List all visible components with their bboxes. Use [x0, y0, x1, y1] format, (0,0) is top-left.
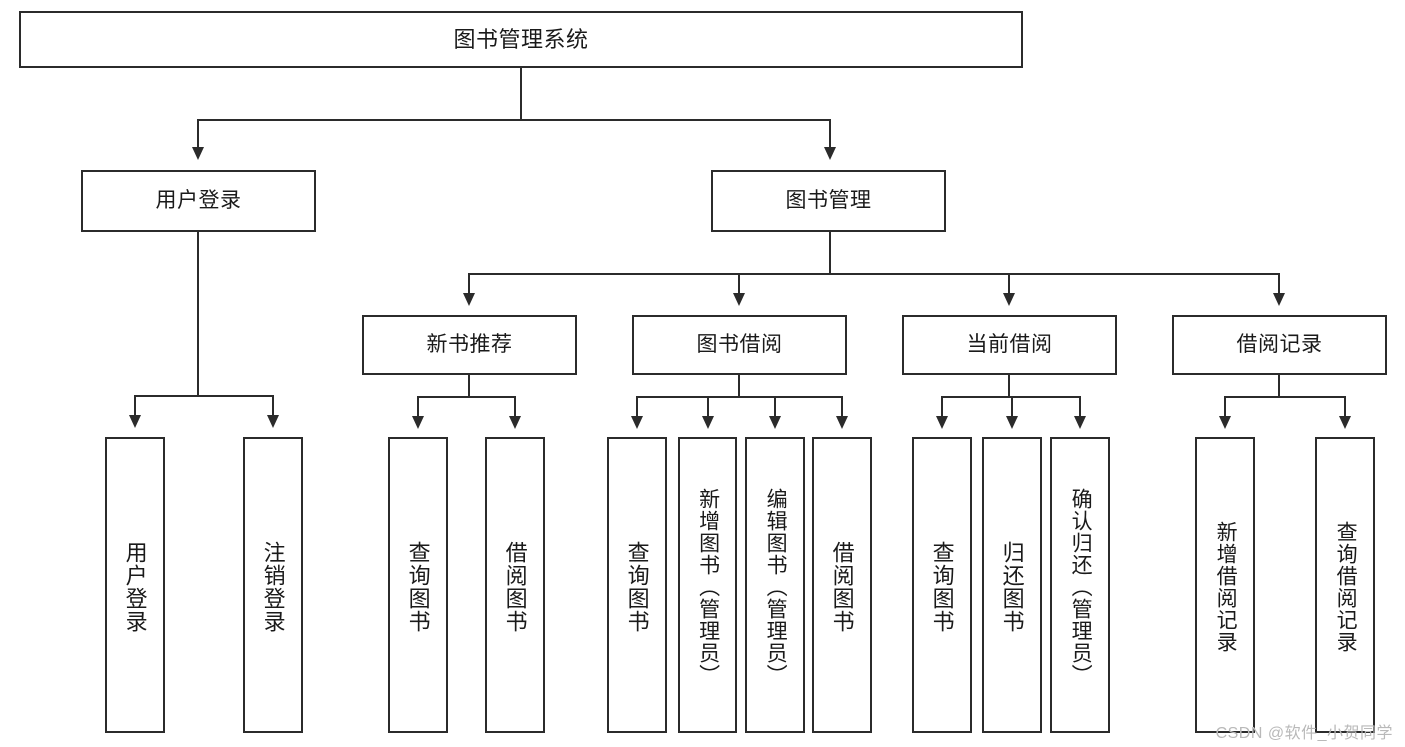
node-label: 图书管理系统 [453, 26, 589, 52]
arrow-book-borrow-to-leaf-3 [769, 416, 781, 429]
node-root-system[interactable]: 图书管理系统 [19, 11, 1023, 68]
leaf-new-book-query[interactable]: 查询图书 [388, 437, 448, 733]
leaf-current-borrow-return[interactable]: 归还图书 [982, 437, 1042, 733]
node-label: 编辑图书（管理员） [764, 488, 788, 686]
node-label: 用户登录 [155, 188, 242, 212]
node-label: 确认归还（管理员） [1069, 488, 1093, 686]
leaf-book-borrow-borrow[interactable]: 借阅图书 [812, 437, 872, 733]
node-label: 新书推荐 [426, 332, 513, 356]
connector-current-borrow-to-leaf-3 [1079, 396, 1081, 418]
connector-book-manage-to-borrow-record [1278, 273, 1280, 295]
connector-book-manage-to-book-borrow [738, 273, 740, 295]
node-book-borrow[interactable]: 图书借阅 [632, 315, 847, 375]
arrow-current-borrow-to-leaf-2 [1006, 416, 1018, 429]
csdn-watermark: CSDN @软件_小贺同学 [1215, 725, 1393, 742]
node-book-manage[interactable]: 图书管理 [711, 170, 946, 232]
node-label: 新增借阅记录 [1214, 521, 1238, 653]
arrow-user-login-to-leaf-2 [267, 415, 279, 428]
node-label: 查询图书 [929, 541, 955, 633]
node-label: 图书借阅 [696, 332, 783, 356]
leaf-borrow-record-add[interactable]: 新增借阅记录 [1195, 437, 1255, 733]
node-label: 借阅图书 [829, 541, 855, 633]
arrow-book-manage-to-book-borrow [733, 293, 745, 306]
arrow-new-book-to-leaf-1 [412, 416, 424, 429]
connector-root-bar [197, 119, 830, 121]
node-current-borrow[interactable]: 当前借阅 [902, 315, 1117, 375]
arrow-current-borrow-to-leaf-3 [1074, 416, 1086, 429]
connector-new-book-to-leaf-1 [417, 396, 419, 418]
connector-borrow-record-to-leaf-2 [1344, 396, 1346, 418]
connector-root-stem [520, 68, 522, 120]
connector-book-manage-to-current-borrow [1008, 273, 1010, 295]
arrow-book-borrow-to-leaf-2 [702, 416, 714, 429]
node-new-book-recommend[interactable]: 新书推荐 [362, 315, 577, 375]
connector-book-manage-to-new-book [468, 273, 470, 295]
arrow-book-manage-to-current-borrow [1003, 293, 1015, 306]
node-label: 图书管理 [785, 188, 872, 212]
node-label: 查询图书 [405, 541, 431, 633]
connector-new-book-bar [417, 396, 515, 398]
node-borrow-record[interactable]: 借阅记录 [1172, 315, 1387, 375]
node-label: 用户登录 [122, 541, 148, 633]
connector-new-book-stem [468, 375, 470, 397]
connector-borrow-record-stem [1278, 375, 1280, 397]
connector-book-borrow-to-leaf-2 [707, 396, 709, 418]
arrow-book-manage-to-new-book [463, 293, 475, 306]
connector-current-borrow-stem [1008, 375, 1010, 397]
arrow-book-borrow-to-leaf-1 [631, 416, 643, 429]
connector-book-borrow-to-leaf-3 [774, 396, 776, 418]
node-label: 注销登录 [260, 541, 286, 633]
leaf-book-borrow-query[interactable]: 查询图书 [607, 437, 667, 733]
arrow-user-login-to-leaf-1 [129, 415, 141, 428]
node-label: 借阅图书 [502, 541, 528, 633]
leaf-current-borrow-confirm-return[interactable]: 确认归还（管理员） [1050, 437, 1110, 733]
connector-user-login-stem [197, 232, 199, 396]
node-label: 借阅记录 [1236, 332, 1323, 356]
connector-current-borrow-to-leaf-2 [1011, 396, 1013, 418]
connector-user-login-to-leaf-2 [272, 395, 274, 417]
connector-book-borrow-to-leaf-4 [841, 396, 843, 418]
arrow-new-book-to-leaf-2 [509, 416, 521, 429]
connector-root-to-user-login [197, 119, 199, 149]
connector-user-login-to-leaf-1 [134, 395, 136, 417]
arrow-root-to-user-login [192, 147, 204, 160]
connector-new-book-to-leaf-2 [514, 396, 516, 418]
leaf-user-login-login[interactable]: 用户登录 [105, 437, 165, 733]
leaf-book-borrow-add[interactable]: 新增图书（管理员） [678, 437, 737, 733]
arrow-root-to-book-manage [824, 147, 836, 160]
node-label: 查询图书 [624, 541, 650, 633]
leaf-new-book-borrow[interactable]: 借阅图书 [485, 437, 545, 733]
connector-book-borrow-stem [738, 375, 740, 397]
connector-book-borrow-bar [636, 396, 842, 398]
arrow-borrow-record-to-leaf-1 [1219, 416, 1231, 429]
node-label: 归还图书 [999, 541, 1025, 633]
connector-root-to-book-manage [829, 119, 831, 149]
node-user-login[interactable]: 用户登录 [81, 170, 316, 232]
connector-borrow-record-to-leaf-1 [1224, 396, 1226, 418]
node-label: 查询借阅记录 [1334, 521, 1358, 653]
connector-book-manage-stem [829, 232, 831, 274]
leaf-current-borrow-query[interactable]: 查询图书 [912, 437, 972, 733]
arrow-current-borrow-to-leaf-1 [936, 416, 948, 429]
leaf-user-login-logout[interactable]: 注销登录 [243, 437, 303, 733]
connector-borrow-record-bar [1224, 396, 1345, 398]
leaf-borrow-record-query[interactable]: 查询借阅记录 [1315, 437, 1375, 733]
node-label: 新增图书（管理员） [696, 488, 720, 686]
connector-book-borrow-to-leaf-1 [636, 396, 638, 418]
arrow-borrow-record-to-leaf-2 [1339, 416, 1351, 429]
leaf-book-borrow-edit[interactable]: 编辑图书（管理员） [745, 437, 805, 733]
connector-current-borrow-to-leaf-1 [941, 396, 943, 418]
connector-book-manage-bar [468, 273, 1280, 275]
arrow-book-manage-to-borrow-record [1273, 293, 1285, 306]
connector-user-login-bar [134, 395, 272, 397]
node-label: 当前借阅 [966, 332, 1053, 356]
connector-current-borrow-bar [941, 396, 1079, 398]
arrow-book-borrow-to-leaf-4 [836, 416, 848, 429]
